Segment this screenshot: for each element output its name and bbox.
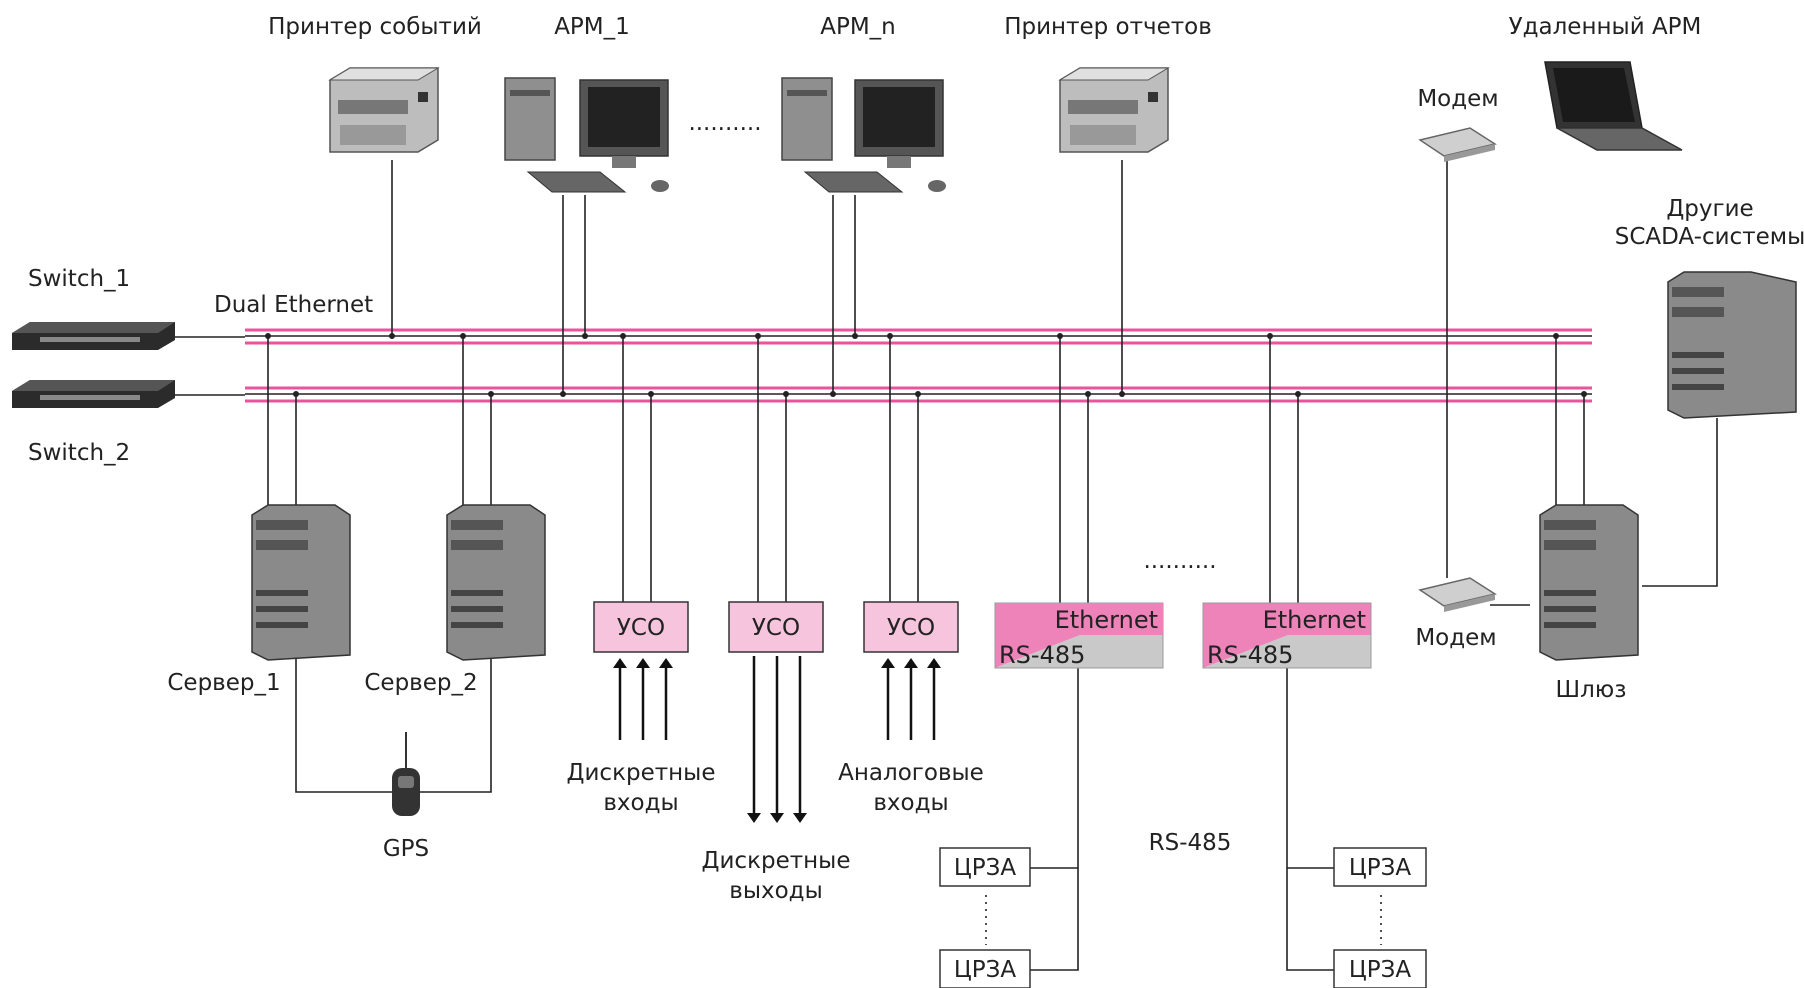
discrete-outputs-label-line-1: Дискретные xyxy=(702,848,851,874)
crza-box-2-label: ЦРЗА xyxy=(954,957,1016,983)
discrete-input-arrows xyxy=(613,658,673,740)
discrete-output-arrows xyxy=(747,656,807,823)
analog-inputs-label-line-1: Аналоговые xyxy=(838,760,984,786)
printer-reports-icon xyxy=(1058,67,1170,153)
arm-n-computer-icon xyxy=(781,77,946,193)
switch-1-icon xyxy=(12,322,175,350)
printer-events-icon xyxy=(328,67,440,153)
crza-box-4-label: ЦРЗА xyxy=(1349,957,1411,983)
other-scada-server-icon xyxy=(1667,271,1797,419)
other-scada-label-line-1: Другие xyxy=(1666,196,1753,222)
server-2-label: Сервер_2 xyxy=(364,670,477,696)
arm-1-computer-icon xyxy=(504,77,669,193)
server-1-label: Сервер_1 xyxy=(167,670,280,696)
converter-2-rs485-label: RS-485 xyxy=(1207,641,1293,669)
modem-bottom-icon xyxy=(1418,577,1497,612)
modem-top-label: Модем xyxy=(1417,86,1498,112)
remote-arm-label: Удаленный АРМ xyxy=(1509,14,1702,40)
converter-1: Ethernet RS-485 xyxy=(994,602,1164,669)
switch-2-label: Switch_2 xyxy=(28,440,130,466)
analog-inputs-label-line-2: входы xyxy=(873,790,948,816)
server-2-icon xyxy=(446,504,546,661)
converter-ellipsis: .......... xyxy=(1143,548,1216,574)
uso-box-1: УСО xyxy=(593,601,689,653)
remote-arm-laptop-icon xyxy=(1544,61,1683,151)
discrete-outputs-label-line-2: выходы xyxy=(729,878,822,904)
gps-receiver-icon xyxy=(392,732,420,816)
converter-1-rs485-label: RS-485 xyxy=(999,641,1085,669)
crza-box-4: ЦРЗА xyxy=(1333,949,1427,988)
dual-ethernet-bus xyxy=(245,328,1592,403)
arm-n-label: АРМ_n xyxy=(820,14,896,40)
analog-input-arrows xyxy=(881,658,941,740)
printer-events-label: Принтер событий xyxy=(268,14,482,40)
crza-dotted-connectors xyxy=(985,895,1382,945)
gateway-label: Шлюз xyxy=(1556,677,1627,703)
gps-label: GPS xyxy=(383,836,429,862)
switch-1-label: Switch_1 xyxy=(28,266,130,292)
modem-top-icon xyxy=(1418,127,1497,162)
crza-box-1: ЦРЗА xyxy=(939,847,1031,887)
connection-lines xyxy=(175,155,1718,971)
converter-2-ethernet-label: Ethernet xyxy=(1263,606,1366,634)
uso-box-3: УСО xyxy=(863,601,959,653)
crza-box-3-label: ЦРЗА xyxy=(1349,855,1411,881)
discrete-inputs-label-line-2: входы xyxy=(603,790,678,816)
uso-box-2-label: УСО xyxy=(752,615,800,641)
crza-box-3: ЦРЗА xyxy=(1333,847,1427,887)
uso-box-3-label: УСО xyxy=(887,615,935,641)
modem-bottom-label: Модем xyxy=(1415,625,1496,651)
converter-1-ethernet-label: Ethernet xyxy=(1055,606,1158,634)
converter-2: Ethernet RS-485 xyxy=(1202,602,1372,669)
other-scada-label-line-2: SCADA-системы xyxy=(1615,224,1804,250)
gateway-server-icon xyxy=(1539,504,1639,661)
uso-box-1-label: УСО xyxy=(617,615,665,641)
bus-junction-dots xyxy=(265,333,1587,397)
crza-box-1-label: ЦРЗА xyxy=(954,855,1016,881)
rs485-bus-label: RS-485 xyxy=(1149,830,1232,856)
server-1-icon xyxy=(251,504,351,661)
uso-box-2: УСО xyxy=(728,601,824,653)
switch-2-icon xyxy=(12,380,175,408)
dual-ethernet-label: Dual Ethernet xyxy=(214,292,373,318)
arm-ellipsis: .......... xyxy=(688,110,761,136)
crza-box-2: ЦРЗА xyxy=(939,949,1031,988)
arm-1-label: АРМ_1 xyxy=(554,14,630,40)
discrete-inputs-label-line-1: Дискретные xyxy=(567,760,716,786)
printer-reports-label: Принтер отчетов xyxy=(1004,14,1212,40)
